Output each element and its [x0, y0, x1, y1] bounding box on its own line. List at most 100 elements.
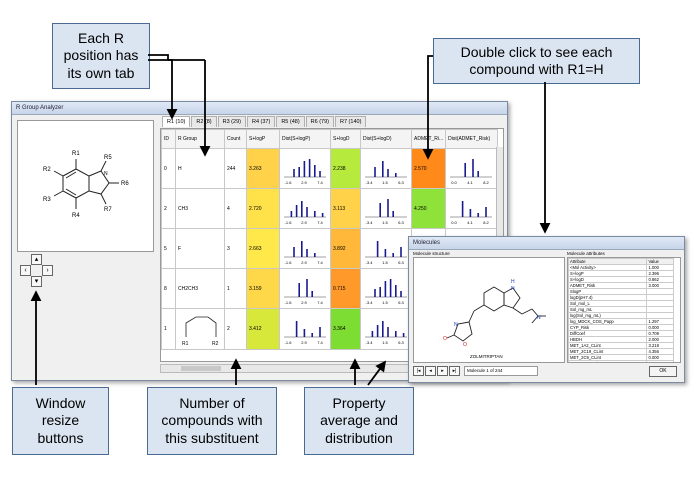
histogram-bar — [392, 210, 394, 217]
tab-r3[interactable]: R3 (29) — [217, 116, 246, 127]
core-label-r3: R3 — [43, 197, 51, 203]
resize-left-button[interactable]: ‹ — [20, 265, 31, 276]
molecule-structure-panel: H N N O O N ZOLMITRIPTAN — [413, 257, 565, 363]
tab-r1[interactable]: R1 (10) — [162, 116, 191, 127]
molecules-window-title: Molecules — [409, 237, 684, 250]
tab-r6[interactable]: R6 (79) — [305, 116, 334, 127]
row-logp[interactable]: 3.159 — [246, 268, 280, 309]
histogram-bar — [464, 162, 467, 177]
r-position-tabs: R1 (10) R2 (8) R3 (29) R4 (37) R5 (48) R… — [162, 116, 367, 127]
row-rgroup[interactable]: CH2CH3 — [175, 268, 225, 309]
row-logp[interactable]: 3.412 — [246, 308, 280, 350]
row-rgroup[interactable]: CH3 — [175, 188, 225, 229]
tab-r2[interactable]: R2 (8) — [191, 116, 217, 127]
attributes-label: Molecule attributes — [567, 251, 605, 256]
histogram-bar — [472, 158, 474, 177]
last-molecule-button[interactable]: ▸| — [449, 366, 460, 376]
nav-bar: |◂ ◂ ▸ ▸| Molecule 1 of 244 — [413, 366, 538, 376]
row-logd[interactable]: 3.364 — [330, 308, 361, 350]
row-logd[interactable]: 0.715 — [330, 268, 361, 309]
ok-button[interactable]: OK — [649, 366, 677, 377]
histogram-bar — [308, 158, 311, 177]
row-count[interactable]: 1 — [224, 268, 247, 309]
row-count[interactable]: 244 — [224, 148, 247, 189]
resize-down-button[interactable]: ▾ — [31, 276, 42, 287]
col-header-dist-admet[interactable]: Dist(ADMET_Risk) — [445, 129, 499, 149]
col-header-logd[interactable]: S+logD — [330, 129, 361, 149]
col-header-dist-logp[interactable]: Dist(S+logP) — [279, 129, 331, 149]
window-title: R Group Analyzer — [12, 102, 507, 115]
row-logp[interactable]: 2.663 — [246, 228, 280, 269]
histogram-bar — [400, 290, 402, 297]
row-rgroup[interactable]: H — [175, 148, 225, 189]
row-admet[interactable]: 2.570 — [410, 148, 447, 189]
col-header-logp[interactable]: S+logP — [246, 129, 280, 149]
row-id[interactable]: 0 — [161, 148, 176, 189]
first-molecule-button[interactable]: |◂ — [413, 366, 424, 376]
col-header-admet[interactable]: ADMET_Ri... — [410, 129, 447, 149]
tab-r5[interactable]: R5 (48) — [276, 116, 305, 127]
row-id[interactable]: 1 — [161, 308, 176, 350]
histogram-bar — [314, 210, 316, 217]
histogram-bar — [374, 288, 376, 297]
row-logd[interactable]: 3.892 — [330, 228, 361, 269]
col-header-count[interactable]: Count — [224, 129, 247, 149]
row-id[interactable]: 5 — [161, 228, 176, 269]
prev-molecule-button[interactable]: ◂ — [425, 366, 436, 376]
callout-double-click: Double click to see each compound with R… — [433, 38, 640, 84]
row-logp[interactable]: 2.720 — [246, 188, 280, 229]
row-count[interactable]: 2 — [224, 308, 247, 350]
histogram-bar — [371, 331, 374, 337]
histogram-bar — [374, 166, 376, 177]
tab-r4[interactable]: R4 (37) — [246, 116, 276, 127]
histogram-tick-label: -3.4 — [366, 220, 374, 225]
row-admet[interactable]: 4.250 — [410, 188, 447, 229]
histogram-bar — [306, 206, 308, 217]
row-id[interactable]: 2 — [161, 188, 176, 229]
row-count[interactable]: 3 — [224, 228, 247, 269]
tab-r7[interactable]: R7 (140) — [335, 116, 367, 127]
col-header-rgroup[interactable]: R Group — [175, 129, 225, 149]
next-molecule-button[interactable]: ▸ — [437, 366, 448, 376]
histogram-bar — [395, 284, 397, 297]
col-header-id[interactable]: ID — [161, 129, 176, 149]
row-id[interactable]: 8 — [161, 268, 176, 309]
row-logp[interactable]: 3.263 — [246, 148, 280, 189]
row-count[interactable]: 4 — [224, 188, 247, 229]
histogram-tick-label: 1.5 — [382, 340, 388, 345]
core-label-r1: R1 — [72, 151, 80, 157]
histogram-tick-label: 2.9 — [301, 260, 307, 265]
row-logd[interactable]: 3.113 — [330, 188, 361, 229]
resize-right-button[interactable]: › — [42, 265, 53, 276]
histogram-bar — [382, 321, 384, 337]
histogram-tick-label: 6.3 — [398, 340, 404, 345]
histogram-tick-label: 6.3 — [398, 220, 404, 225]
row-rgroup[interactable]: F — [175, 228, 225, 269]
histogram-tick-label: -3.4 — [366, 180, 374, 185]
col-header-dist-logd[interactable]: Dist(S+logD) — [360, 129, 412, 149]
resize-up-button[interactable]: ▴ — [31, 254, 42, 265]
histogram-tick-label: 4.1 — [467, 220, 473, 225]
row-logd[interactable]: 2.238 — [330, 148, 361, 189]
attribute-row[interactable]: MET_2D6_CLint12.784 — [568, 360, 674, 362]
histogram-bar — [485, 206, 487, 217]
histogram-bar — [293, 246, 295, 257]
